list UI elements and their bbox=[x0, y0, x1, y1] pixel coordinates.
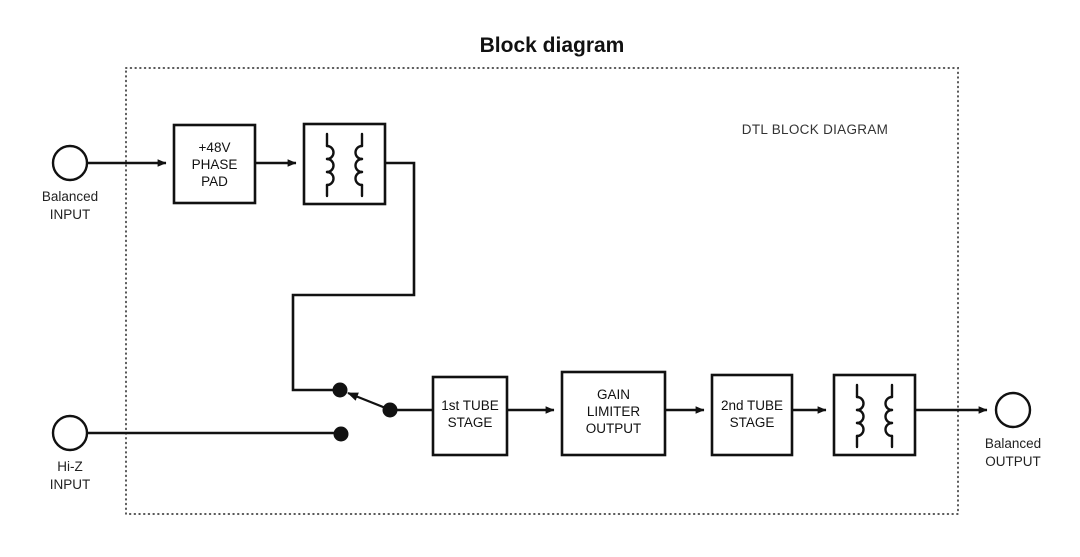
balanced-output-port[interactable] bbox=[994, 391, 1032, 429]
block-first-tube-stage-line2: STAGE bbox=[448, 415, 493, 430]
block-gain-limiter-output-line3: OUTPUT bbox=[586, 421, 642, 436]
switch-blade-arrow[interactable] bbox=[347, 391, 389, 411]
block-second-tube-stage-line2: STAGE bbox=[730, 415, 775, 430]
block-phase-pad-line3: PAD bbox=[201, 174, 228, 189]
block-phase-pad-line2: PHASE bbox=[192, 157, 238, 172]
block-second-tube-stage-line1: 2nd TUBE bbox=[721, 398, 783, 413]
block-output-transformer[interactable] bbox=[832, 373, 917, 457]
block-second-tube-stage[interactable] bbox=[710, 373, 794, 457]
hiz-input-port[interactable] bbox=[51, 414, 89, 452]
switch-contact-balanced[interactable] bbox=[332, 382, 348, 398]
enclosure-label: DTL BLOCK DIAGRAM bbox=[742, 122, 888, 137]
switch-pivot[interactable] bbox=[382, 402, 398, 418]
hiz-input-label-line2: INPUT bbox=[50, 477, 91, 492]
block-first-tube-stage-line1: 1st TUBE bbox=[441, 398, 499, 413]
transformer-icon-output bbox=[855, 383, 894, 449]
block-gain-limiter-output-line2: LIMITER bbox=[587, 404, 641, 419]
block-input-transformer[interactable] bbox=[302, 122, 387, 206]
wire-input-transformer-to-switch bbox=[291, 161, 416, 392]
balanced-input-port[interactable] bbox=[51, 144, 89, 182]
page-title: Block diagram bbox=[480, 34, 625, 57]
balanced-output-label-line1: Balanced bbox=[985, 436, 1041, 451]
block-first-tube-stage[interactable] bbox=[431, 375, 509, 457]
block-gain-limiter-output-line1: GAIN bbox=[597, 387, 630, 402]
balanced-output-label-line2: OUTPUT bbox=[985, 454, 1041, 469]
block-gain-limiter-output[interactable] bbox=[560, 370, 667, 457]
balanced-input-label-line2: INPUT bbox=[50, 207, 91, 222]
hiz-input-label-line1: Hi-Z bbox=[57, 459, 83, 474]
transformer-icon-input bbox=[325, 132, 364, 198]
switch-contact-hiz[interactable] bbox=[333, 426, 349, 442]
balanced-input-label-line1: Balanced bbox=[42, 189, 98, 204]
block-phase-pad-line1: +48V bbox=[199, 140, 231, 155]
